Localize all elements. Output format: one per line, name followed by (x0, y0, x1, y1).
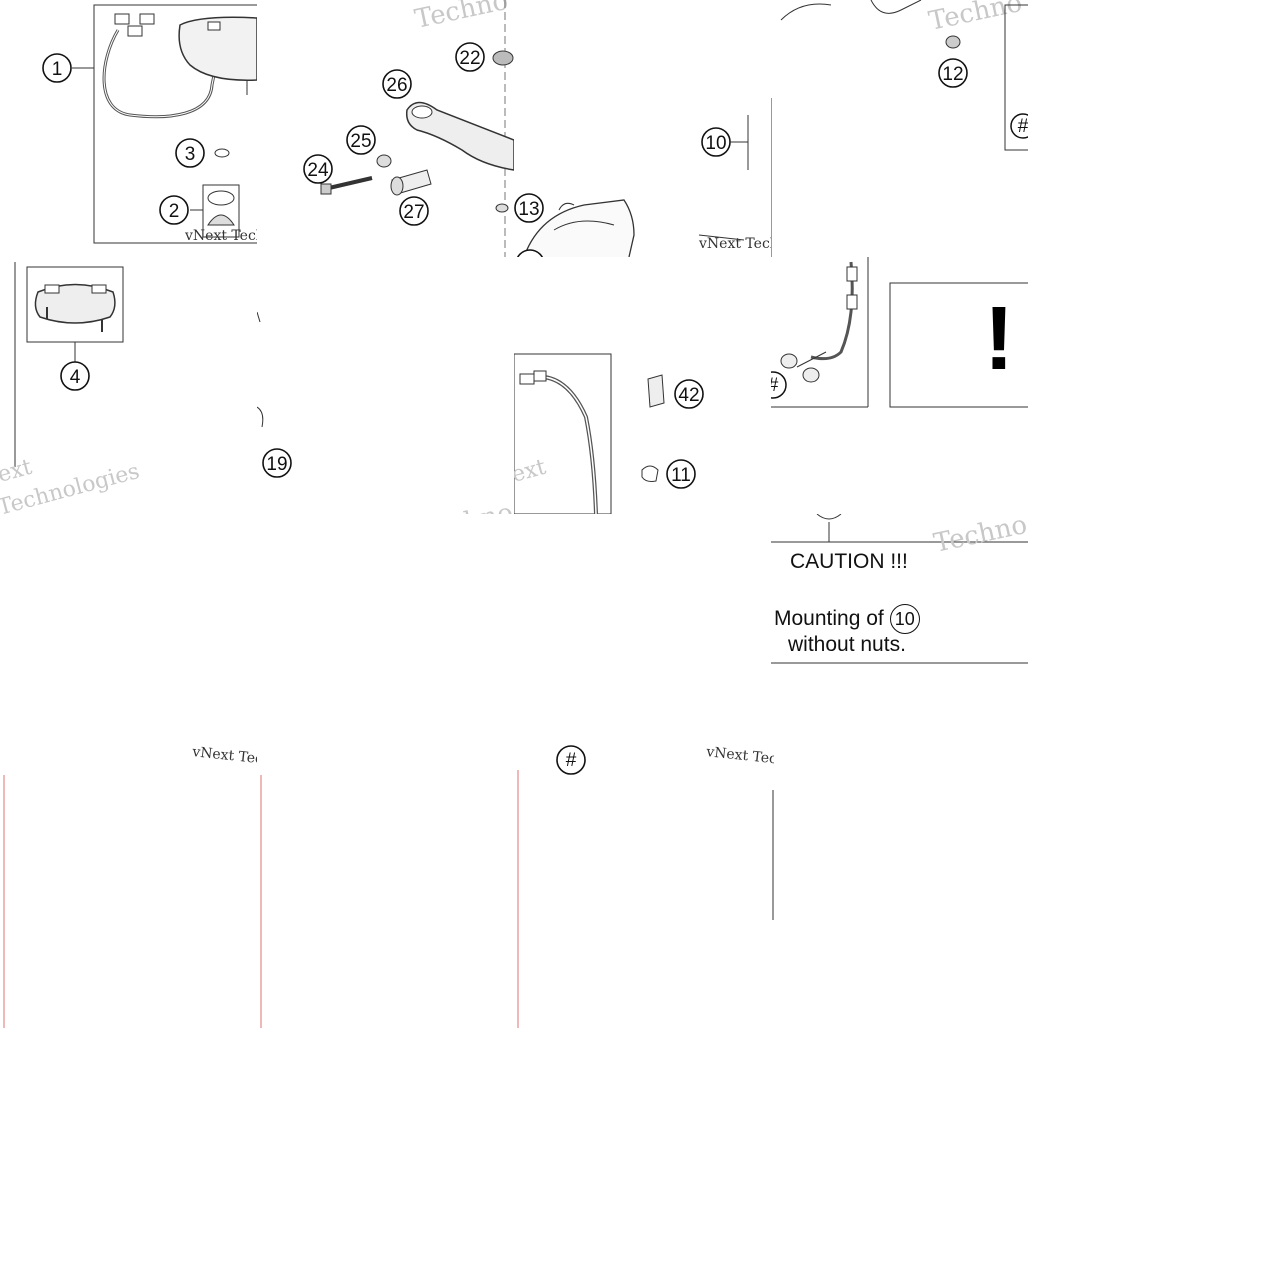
callout-21[interactable]: 21 (516, 249, 544, 257)
tile-sensor-top: Techno 12 # (771, 0, 1028, 257)
callout-hash-bottom[interactable]: # (556, 745, 586, 775)
watermark-company-br: vNext Technologies (705, 744, 774, 775)
caution-line-2: without nuts. (788, 633, 906, 656)
caution-line-1: Mounting of 10 (774, 604, 920, 634)
svg-text:#: # (771, 375, 779, 396)
callout-19[interactable]: 19 (262, 448, 292, 478)
svg-text:1: 1 (52, 59, 63, 80)
tile-cover: ext Technologies 4 (0, 257, 257, 514)
svg-text:#: # (1018, 116, 1028, 137)
svg-text:4: 4 (70, 367, 81, 388)
callout-2[interactable]: 2 (159, 195, 189, 225)
svg-text:#: # (566, 750, 577, 771)
tile-warning: ! # (771, 257, 1028, 514)
watermark-company-c: vNext Technologies (698, 236, 771, 252)
svg-text:24: 24 (307, 160, 329, 181)
tile-bottom-left: vNext Technologies (0, 730, 257, 1030)
tile-clamp: Techno 22 26 (257, 0, 514, 257)
watermark-company: vNext Technologies (184, 228, 257, 244)
callout-1[interactable]: 1 (42, 53, 72, 83)
watermark-brand-d: Techno (926, 0, 1025, 37)
watermark-ext-e: ext (0, 455, 35, 488)
svg-text:2: 2 (169, 201, 180, 222)
svg-text:19: 19 (266, 454, 287, 475)
watermark-brand-i: Techno (931, 514, 1028, 559)
watermark-company-bl: vNext Technologies (191, 744, 257, 775)
tile-speedometer: 1 3 2 vNext Technologies (0, 0, 257, 257)
watermark-ext-g: ext (514, 455, 549, 488)
callout-10-wrap: 10 (701, 115, 749, 170)
callout-3[interactable]: 3 (175, 138, 205, 168)
watermark-brand-f: Techno (417, 498, 514, 514)
svg-text:12: 12 (942, 64, 963, 85)
caution-ref-callout[interactable]: 10 (889, 604, 920, 634)
callout-42[interactable]: 42 (674, 379, 704, 409)
warning-glyph: ! (984, 289, 1014, 389)
callout-24[interactable]: 24 (303, 154, 333, 184)
tile-disc: vNext Technologies 13 21 (514, 0, 771, 257)
svg-text:25: 25 (350, 131, 371, 152)
svg-text:10: 10 (705, 133, 726, 154)
callout-hash-top[interactable]: # (1010, 113, 1028, 139)
tile-bottom-right: vNext Technologies # (514, 730, 774, 1030)
svg-text:11: 11 (671, 465, 691, 486)
callout-4[interactable]: 4 (60, 361, 90, 391)
tile-caution: Techno CAUTION !!! Mounting of 10 withou… (771, 514, 1028, 771)
callout-11[interactable]: 11 (666, 459, 696, 489)
caution-heading: CAUTION !!! (790, 550, 908, 573)
callout-22[interactable]: 22 (455, 42, 485, 72)
svg-text:42: 42 (678, 385, 699, 406)
tile-19: 19 Techno (257, 257, 514, 514)
svg-text:3: 3 (185, 144, 196, 165)
svg-text:26: 26 (386, 75, 407, 96)
callout-25[interactable]: 25 (346, 125, 376, 155)
caution-line-1-text: Mounting of (774, 607, 884, 630)
svg-text:21: 21 (519, 255, 540, 257)
svg-text:13: 13 (518, 199, 539, 220)
svg-text:22: 22 (459, 48, 480, 69)
callout-12[interactable]: 12 (938, 58, 968, 88)
callout-26[interactable]: 26 (382, 69, 412, 99)
callout-27[interactable]: 27 (399, 196, 429, 226)
svg-text:27: 27 (403, 202, 424, 223)
tile-bottom-mid (257, 730, 514, 1030)
callout-10[interactable]: 10 (701, 127, 731, 157)
tile-sensor-cable: ext 42 11 (514, 257, 771, 514)
callout-13[interactable]: 13 (514, 193, 544, 223)
callout-hash-mid[interactable]: # (771, 371, 787, 399)
watermark-brand-top: Techno (412, 0, 511, 35)
